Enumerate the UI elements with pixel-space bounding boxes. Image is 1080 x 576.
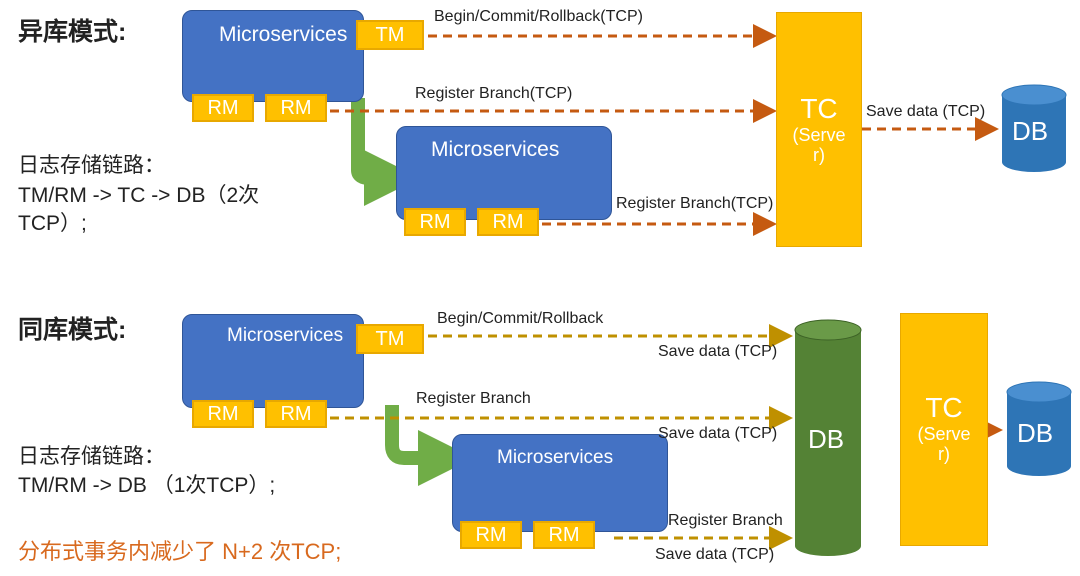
bottom-shared-db-cylinder [794, 319, 862, 556]
bottom-ms2-label: Microservices [497, 447, 614, 468]
top-microservice-1[interactable]: Microservices [182, 10, 364, 102]
bottom-heading: 同库模式: [18, 316, 127, 344]
bottom-tm-tag[interactable]: TM [356, 324, 424, 354]
bottom-rm-tag-2[interactable]: RM [265, 400, 327, 428]
top-tc-sub2: r) [813, 145, 825, 165]
top-tc-sub1: (Serve [792, 125, 846, 145]
top-tc-label: TC [800, 93, 838, 124]
top-log-line1: TM/RM -> TC -> DB（2次 [18, 184, 260, 207]
bottom-tc-sub1: (Serve [917, 424, 971, 444]
bottom-log-line1: TM/RM -> DB （1次TCP）; [18, 474, 276, 497]
bottom-save3-label: Save data (TCP) [655, 546, 775, 563]
bottom-microservice-2[interactable]: Microservices [452, 434, 668, 532]
top-begin-label: Begin/Commit/Rollback(TCP) [434, 8, 643, 25]
bottom-tc-label: TC [925, 392, 963, 423]
bottom-tc-server[interactable]: TC (Serve r) [900, 313, 988, 546]
bottom-register2-label: Register Branch [668, 512, 783, 529]
bottom-begin-label: Begin/Commit/Rollback [437, 310, 604, 327]
top-db-cylinder [1001, 84, 1067, 172]
bottom-rm-tag-4[interactable]: RM [533, 521, 595, 549]
bottom-ms1-label: Microservices [227, 325, 344, 346]
top-register-label: Register Branch(TCP) [415, 85, 573, 102]
top-flow-arrow [351, 98, 420, 206]
bottom-rm-tag-1[interactable]: RM [192, 400, 254, 428]
bottom-rm-tag-3[interactable]: RM [460, 521, 522, 549]
top-heading: 异库模式: [18, 18, 127, 46]
top-rm-tag-2[interactable]: RM [265, 94, 327, 122]
bottom-save2-label: Save data (TCP) [658, 425, 778, 442]
top-ms1-label: Microservices [219, 23, 348, 46]
top-log-title: 日志存储链路： [18, 154, 165, 177]
bottom-shared-db-label: DB [808, 424, 845, 454]
bottom-log-title: 日志存储链路： [18, 445, 165, 468]
bottom-save1-label: Save data (TCP) [658, 343, 778, 360]
top-tm-tag[interactable]: TM [356, 20, 424, 50]
top-db-label: DB [1012, 116, 1049, 146]
bottom-tc-sub2: r) [938, 444, 950, 464]
top-rm-tag-3[interactable]: RM [404, 208, 466, 236]
top-rm-tag-4[interactable]: RM [477, 208, 539, 236]
bottom-register-label: Register Branch [416, 390, 531, 407]
top-rm-tag-1[interactable]: RM [192, 94, 254, 122]
bottom-flow-arrow [385, 405, 474, 486]
bottom-note: 分布式事务内减少了 N+2 次TCP; [18, 539, 342, 564]
bottom-db-cylinder [1006, 381, 1072, 476]
top-save-label: Save data (TCP) [866, 103, 986, 120]
top-microservice-2[interactable]: Microservices [396, 126, 612, 220]
top-register2-label: Register Branch(TCP) [616, 195, 774, 212]
top-log-line2: TCP）; [18, 212, 87, 235]
bottom-db-label: DB [1017, 418, 1054, 448]
bottom-microservice-1[interactable]: Microservices [182, 314, 364, 408]
top-ms2-label: Microservices [431, 138, 560, 161]
top-tc-server[interactable]: TC (Serve r) [776, 12, 862, 247]
